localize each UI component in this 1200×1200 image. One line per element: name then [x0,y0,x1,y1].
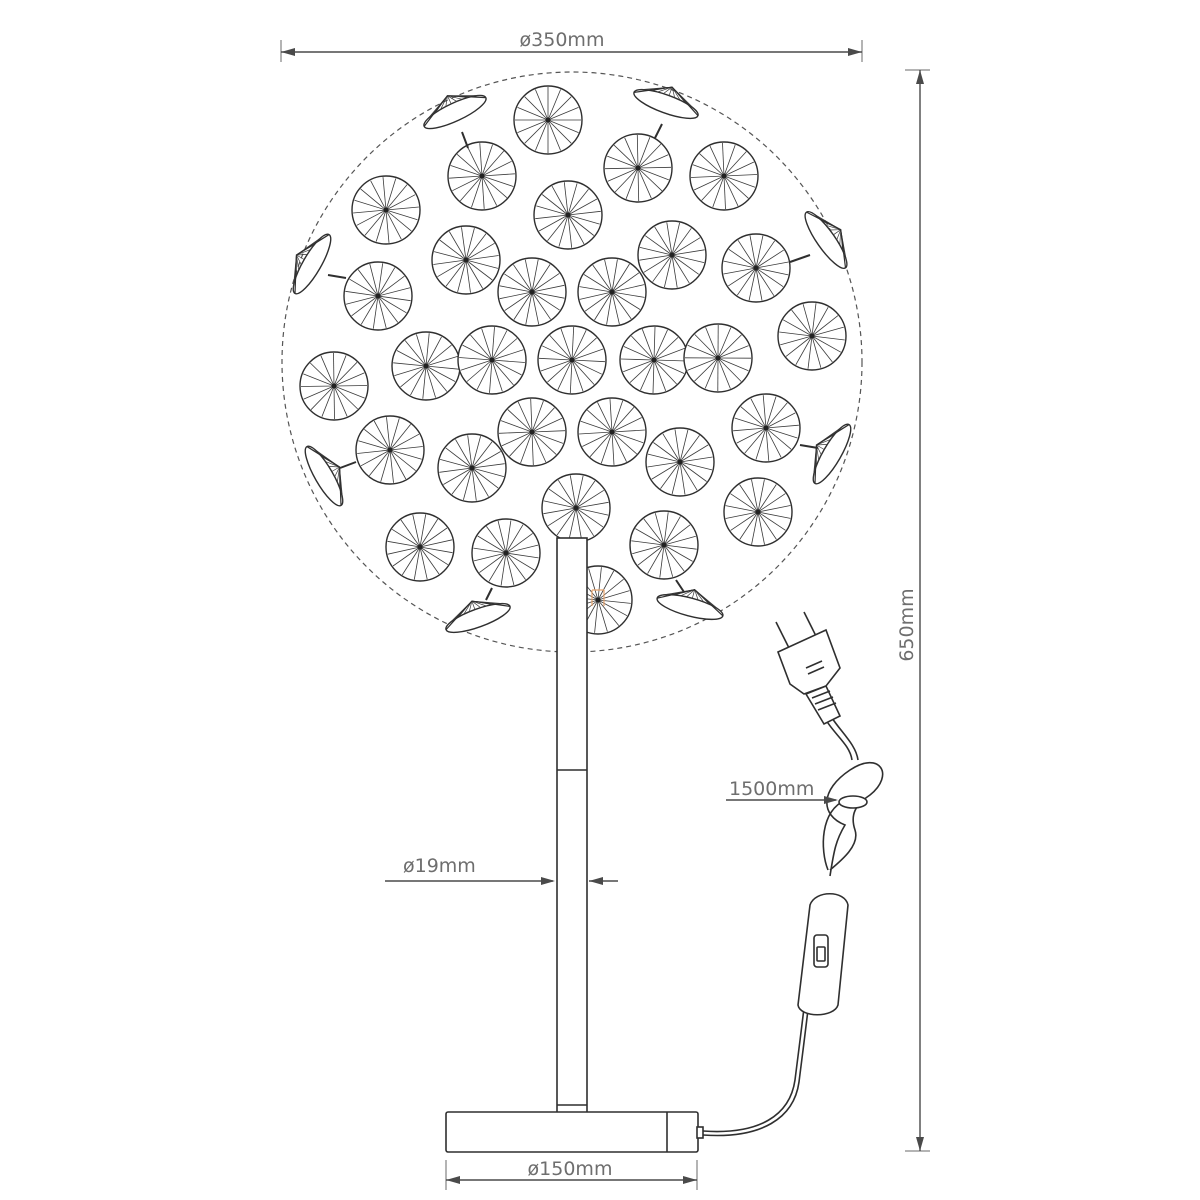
inline-switch-icon [797,892,849,1016]
flower-disc [299,351,369,421]
shade-discs [299,85,847,635]
flower-disc [355,415,425,485]
flower-disc [683,323,753,393]
flower-disc [385,512,455,582]
tilted-cone-disc [799,423,852,485]
power-plug-icon [775,611,842,726]
tilted-cone-disc [304,445,357,507]
cable-length-dimension: 1500mm [726,778,838,804]
height-label: 650mm [896,588,918,661]
stem-diameter-label: ø19mm [403,855,476,877]
base-diameter-label: ø150mm [528,1158,613,1180]
stem-diameter-dimension: ø19mm [385,855,618,885]
flower-disc [497,397,567,467]
flower-disc [577,397,647,467]
flower-disc [721,233,791,303]
height-dimension: 650mm [896,69,930,1152]
flower-disc [497,257,567,327]
flower-disc [513,85,583,155]
tilted-cone-disc [789,210,848,270]
lamp-stem [556,537,588,1139]
tilted-cone-disc [292,233,347,295]
flower-disc [689,141,759,211]
flower-disc [577,257,647,327]
flower-disc [343,261,413,331]
flower-disc [629,510,699,580]
flower-disc [471,518,541,588]
flower-disc [457,325,527,395]
flower-disc [731,393,801,463]
flower-disc [391,331,461,401]
shade-diameter-label: ø350mm [520,29,605,51]
tilted-cone-disc [423,94,487,149]
flower-disc [537,325,607,395]
flower-disc [645,427,715,497]
flower-disc [351,175,421,245]
flower-disc [603,133,673,203]
shade-diameter-dimension: ø350mm [280,29,863,62]
flower-disc [723,477,793,547]
shade-tilted-cones [292,86,852,634]
lamp-base [445,1111,704,1153]
tilted-cone-disc [445,587,511,634]
base-diameter-dimension: ø150mm [445,1158,698,1190]
cable-length-label: 1500mm [729,778,814,800]
flower-disc [431,225,501,295]
flower-disc [541,473,611,543]
flower-disc [533,180,603,250]
flower-disc [619,325,689,395]
shade-outline [281,71,863,653]
flower-disc [437,433,507,503]
tilted-cone-disc [656,579,724,621]
bulb-accent [591,589,605,606]
flower-disc [447,141,517,211]
flower-disc [637,220,707,290]
flower-disc [777,301,847,371]
tilted-cone-disc [633,86,699,139]
